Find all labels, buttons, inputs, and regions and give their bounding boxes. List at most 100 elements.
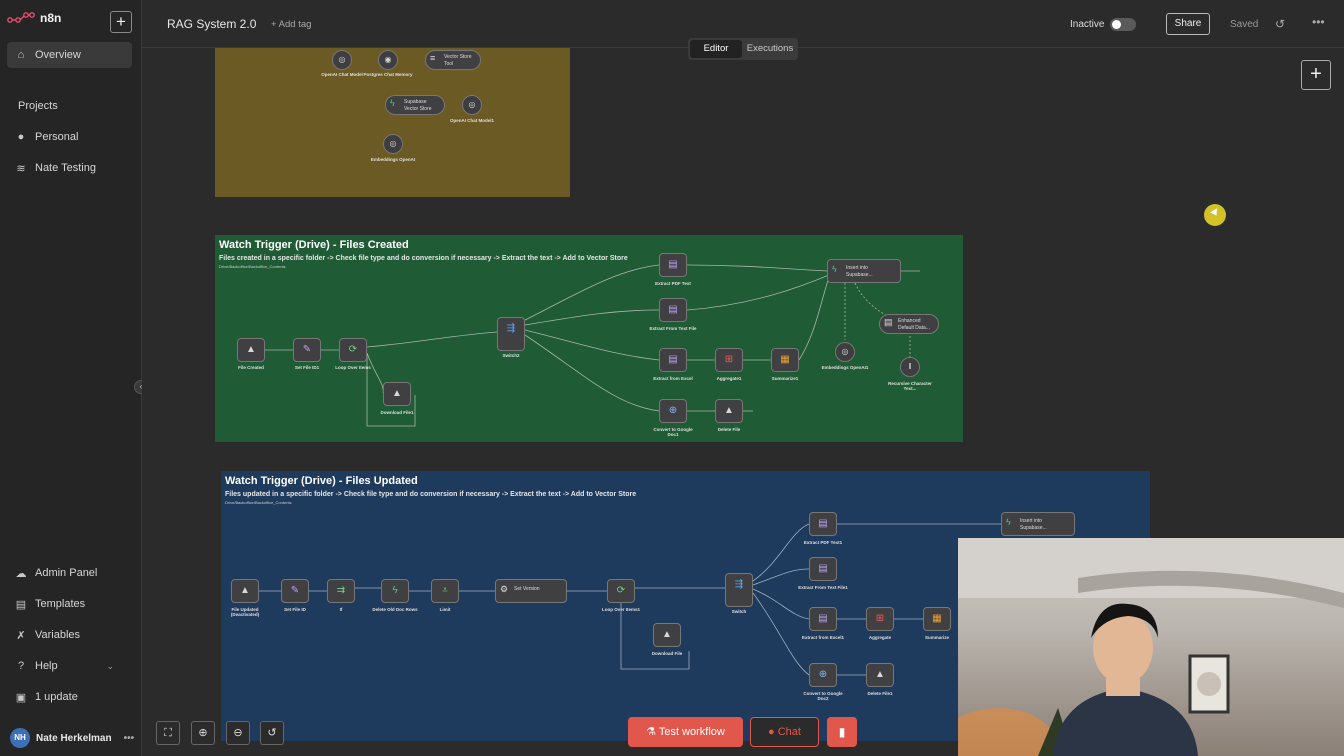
postgres-chat-memory-node[interactable]: ◉ — [378, 50, 398, 70]
limit-node[interactable]: ⩡ — [431, 579, 459, 603]
user-menu[interactable]: NH Nate Herkelman ••• — [10, 728, 134, 748]
n8n-logo[interactable]: n8n — [7, 11, 61, 25]
recursive-character-text-splitter-node[interactable]: ‖ — [900, 357, 920, 377]
chat-button[interactable]: ● Chat — [750, 717, 819, 747]
switch2-node[interactable]: ⇶ — [497, 317, 525, 351]
loop-over-items-node[interactable]: ⟳ — [339, 338, 367, 362]
user-name: Nate Herkelman — [36, 732, 112, 744]
enhanced-default-data-loader-node[interactable]: ▤Enhanced Default Data... — [879, 314, 939, 334]
sidebar-item-label: Templates — [35, 598, 86, 610]
delete-file1-node[interactable]: ▲ — [866, 663, 894, 687]
add-tag-button[interactable]: + Add tag — [271, 19, 312, 30]
share-button[interactable]: Share — [1166, 13, 1210, 35]
file-created-node[interactable]: ▲ — [237, 338, 265, 362]
summarize-icon: ▦ — [780, 354, 790, 365]
workflow-title[interactable]: RAG System 2.0 — [167, 17, 257, 31]
active-toggle[interactable] — [1110, 18, 1136, 31]
group-title: Watch Trigger (Drive) - Files Created — [219, 239, 409, 251]
extract-pdf-text-node[interactable]: ▤ — [659, 253, 687, 277]
node-label: Limit — [439, 607, 451, 612]
openai-chat-model-node[interactable]: ◎ — [332, 50, 352, 70]
sticky-note-files-created[interactable]: Watch Trigger (Drive) - Files Created Fi… — [215, 235, 963, 442]
node-label: Postgres Chat Memory — [363, 72, 413, 77]
sidebar-item-templates[interactable]: ▤ Templates — [7, 591, 132, 617]
node-label: Set Version — [514, 586, 540, 592]
supabase-icon: ϟ — [392, 585, 398, 596]
google-drive-icon: ▲ — [246, 344, 256, 355]
extract-from-text-file-node[interactable]: ▤ — [659, 298, 687, 322]
loop-over-items1-node[interactable]: ⟳ — [607, 579, 635, 603]
zoom-in-button[interactable]: ⊕ — [191, 721, 215, 745]
reset-zoom-button[interactable]: ↺ — [260, 721, 284, 745]
create-button[interactable]: + — [110, 11, 132, 33]
connections-updated — [259, 523, 1001, 676]
node-label: Supabase Vector Store — [404, 99, 432, 112]
splitter-icon: ‖ — [908, 362, 912, 371]
sidebar-item-personal[interactable]: ● Personal — [7, 124, 132, 150]
delete-old-doc-rows-node[interactable]: ϟ — [381, 579, 409, 603]
gift-icon: ▣ — [15, 691, 27, 704]
aggregate-node[interactable]: ⊞ — [866, 607, 894, 631]
node-label: Extract from Excel — [653, 376, 693, 381]
limit-icon: ⩡ — [442, 585, 448, 596]
sidebar-item-variables[interactable]: ✗ Variables — [7, 622, 132, 648]
avatar: NH — [10, 728, 30, 748]
summarize1-node[interactable]: ▦ — [771, 348, 799, 372]
download-file-node[interactable]: ▲ — [653, 623, 681, 647]
sidebar-item-nate-testing[interactable]: ≋ Nate Testing — [7, 155, 132, 181]
set-file-id-node[interactable]: ✎ — [281, 579, 309, 603]
set-file-id1-node[interactable]: ✎ — [293, 338, 321, 362]
add-node-button[interactable]: + — [1301, 60, 1331, 90]
node-label: Switch — [731, 609, 747, 614]
convert-to-google-doc2-node[interactable]: ⊕ — [809, 663, 837, 687]
download-file1-node[interactable]: ▲ — [383, 382, 411, 406]
zoom-out-button[interactable]: ⊖ — [226, 721, 250, 745]
extract-from-text-file1-node[interactable]: ▤ — [809, 557, 837, 581]
switch-node[interactable]: ⇶ — [725, 573, 753, 607]
aggregate1-node[interactable]: ⊞ — [715, 348, 743, 372]
fit-view-button[interactable]: ⛶ — [156, 721, 180, 745]
group-folder: Drive/Backoffice/Backoffice_Contents — [225, 500, 292, 505]
sticky-note-agent[interactable]: ◎ OpenAI Chat Model ◉ Postgres Chat Memo… — [215, 48, 570, 197]
summarize-node[interactable]: ▦ — [923, 607, 951, 631]
openai-chat-model1-node[interactable]: ◎ — [462, 95, 482, 115]
mouse-cursor — [1204, 204, 1226, 226]
history-icon[interactable]: ↺ — [1275, 17, 1286, 31]
embeddings-openai1-node[interactable]: ◎ — [835, 342, 855, 362]
node-label: Set File ID — [284, 607, 306, 612]
file-updated-node[interactable]: ▲ — [231, 579, 259, 603]
extract-from-excel-node[interactable]: ▤ — [659, 348, 687, 372]
test-workflow-button[interactable]: ⚗ Test workflow — [628, 717, 743, 747]
extract-pdf-text1-node[interactable]: ▤ — [809, 512, 837, 536]
more-icon[interactable]: ••• — [123, 732, 135, 744]
tab-editor[interactable]: Editor — [690, 40, 742, 58]
switch-icon: ⇶ — [734, 579, 744, 590]
pencil-icon: ✎ — [290, 585, 300, 596]
sidebar-item-update[interactable]: ▣ 1 update — [7, 684, 132, 710]
node-label: Enhanced Default Data... — [898, 318, 930, 331]
sidebar-item-overview[interactable]: ⌂ Overview — [7, 42, 132, 68]
document-icon: ▤ — [818, 613, 828, 624]
if-node[interactable]: ⇉ — [327, 579, 355, 603]
help-icon: ? — [17, 660, 25, 672]
extract-from-excel1-node[interactable]: ▤ — [809, 607, 837, 631]
node-label: File Created — [238, 365, 264, 370]
vector-store-tool-node[interactable]: ≡Vector Store Tool — [425, 50, 481, 70]
set-version-node[interactable]: ⚙Set Version — [495, 579, 567, 603]
zoom-in-icon: ⊕ — [198, 727, 208, 739]
sidebar-item-help[interactable]: ? Help ⌄ — [7, 653, 132, 679]
embeddings-openai-node[interactable]: ◎ — [383, 134, 403, 154]
sidebar-item-admin-panel[interactable]: ☁ Admin Panel — [7, 560, 132, 586]
delete-file-node[interactable]: ▲ — [715, 399, 743, 423]
convert-to-google-doc1-node[interactable]: ⊕ — [659, 399, 687, 423]
delete-button[interactable]: ▮ — [827, 717, 857, 747]
templates-icon: ▤ — [15, 598, 27, 611]
more-options-icon[interactable]: ••• — [1312, 15, 1325, 29]
tab-executions[interactable]: Executions — [746, 43, 794, 54]
logo-text: n8n — [40, 11, 62, 25]
group-title: Watch Trigger (Drive) - Files Updated — [225, 475, 418, 487]
